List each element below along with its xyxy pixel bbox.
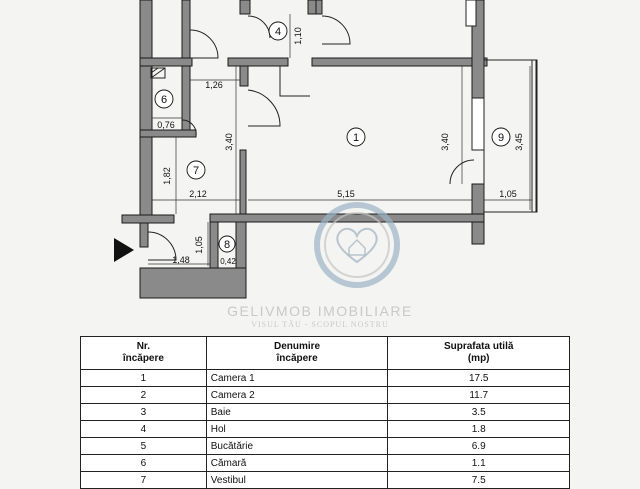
door-swing bbox=[181, 119, 197, 137]
door-swing bbox=[247, 89, 281, 127]
door-swing bbox=[321, 15, 351, 45]
door-swing bbox=[449, 159, 475, 185]
wall bbox=[139, 129, 197, 138]
wall bbox=[209, 213, 485, 223]
brand-name: GELIVMOB IMOBILIARE bbox=[227, 303, 413, 319]
room-label-6: 6 bbox=[161, 94, 167, 106]
dimension-label: 2,12 bbox=[189, 189, 207, 199]
room-number: 4 bbox=[80, 420, 207, 438]
room-name: Camera 2 bbox=[205, 386, 389, 404]
room-name: Hol bbox=[205, 420, 389, 438]
wall bbox=[139, 57, 193, 67]
room-area: 1.8 bbox=[387, 420, 570, 438]
room-number: 6 bbox=[80, 454, 207, 472]
room-area: 11.7 bbox=[387, 386, 570, 404]
dimension-label: 1,10 bbox=[293, 27, 303, 45]
header-room-area: Suprafata utilă(mp) bbox=[387, 336, 570, 370]
entrance-arrow-icon bbox=[114, 238, 134, 262]
floor-plan: 1 4 6 7 8 9 1,10 1,26 0,76 3,40 3,40 3,4… bbox=[114, 0, 538, 299]
dimension-label: 1,05 bbox=[194, 236, 204, 254]
room-label-9: 9 bbox=[498, 132, 504, 144]
room-name: Baie bbox=[205, 403, 389, 421]
wall bbox=[139, 222, 149, 248]
window bbox=[471, 97, 485, 151]
room-number: 2 bbox=[80, 386, 207, 404]
room-area: 1.1 bbox=[387, 454, 570, 472]
room-name: Bucătărie bbox=[205, 437, 389, 455]
door-swing bbox=[279, 66, 310, 97]
header-room-number: Nr.încăpere bbox=[80, 336, 207, 370]
room-number: 5 bbox=[80, 437, 207, 455]
wall bbox=[239, 149, 247, 216]
door-swing bbox=[189, 29, 219, 59]
room-name: Cămară bbox=[205, 454, 389, 472]
room-number: 3 bbox=[80, 403, 207, 421]
dimension-label: 3,45 bbox=[514, 133, 524, 151]
room-label-1: 1 bbox=[353, 132, 359, 144]
door-swing bbox=[247, 15, 271, 39]
room-number: 7 bbox=[80, 471, 207, 489]
dimension-label: 5,15 bbox=[337, 189, 355, 199]
room-area: 17.5 bbox=[387, 369, 570, 387]
dimension-label: 1,26 bbox=[205, 80, 223, 90]
room-area: 7.5 bbox=[387, 471, 570, 489]
room-label-4: 4 bbox=[275, 26, 281, 38]
wall bbox=[209, 221, 219, 269]
wall bbox=[181, 0, 191, 59]
dimension-label: 1,05 bbox=[499, 189, 517, 199]
wall bbox=[307, 0, 317, 15]
room-label-7: 7 bbox=[193, 165, 199, 177]
room-number: 1 bbox=[80, 369, 207, 387]
window bbox=[465, 0, 477, 27]
door-swing bbox=[147, 231, 177, 261]
wall bbox=[239, 65, 249, 87]
balcony bbox=[483, 59, 537, 213]
wall bbox=[311, 57, 488, 67]
dimension-label: 0,42 bbox=[220, 257, 236, 266]
dimension-label: 0,76 bbox=[157, 120, 175, 130]
room-name: Camera 1 bbox=[205, 369, 389, 387]
wall bbox=[121, 214, 175, 224]
room-area: 6.9 bbox=[387, 437, 570, 455]
dimension-label: 3,40 bbox=[440, 133, 450, 151]
wall bbox=[139, 267, 247, 299]
wall bbox=[239, 0, 251, 15]
brand-tagline: VISUL TĂU - SCOPUL NOSTRU bbox=[251, 320, 389, 329]
dimension-label: 1,48 bbox=[172, 255, 190, 265]
dimension-label: 3,40 bbox=[224, 133, 234, 151]
wall bbox=[315, 0, 323, 15]
room-label-8: 8 bbox=[224, 239, 230, 251]
wall bbox=[181, 65, 191, 137]
dimension-label: 1,82 bbox=[162, 167, 172, 185]
wall bbox=[227, 57, 289, 67]
room-name: Vestibul bbox=[205, 471, 389, 489]
room-area: 3.5 bbox=[387, 403, 570, 421]
wall bbox=[139, 0, 153, 219]
